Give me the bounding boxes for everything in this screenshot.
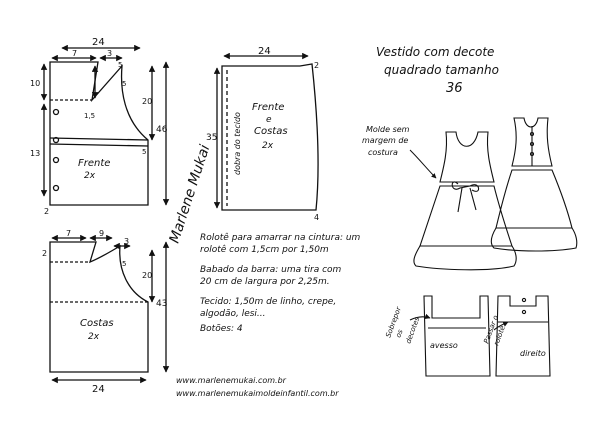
back-piece-count: 2x bbox=[88, 332, 100, 342]
detail-direito-label: direito bbox=[520, 349, 546, 358]
front-bodice-outline bbox=[49, 61, 149, 206]
note-line-7: Botões: 4 bbox=[200, 324, 243, 334]
dress-back-bodice bbox=[511, 117, 553, 167]
dress-front-ruffle bbox=[413, 245, 517, 271]
url-2: www.marlenemukaimoldeinfantil.com.br bbox=[176, 389, 339, 398]
front-button-mark bbox=[52, 136, 60, 144]
detail-left-note-2: os bbox=[394, 328, 404, 339]
front-top-left-label: 7 bbox=[72, 49, 77, 58]
front-width-label: 24 bbox=[92, 37, 105, 48]
skirt-piece-label-3: Costas bbox=[254, 126, 288, 137]
front-bodice-waist-line bbox=[49, 143, 149, 147]
note-line-4: 20 cm de largura por 2,25m. bbox=[200, 277, 330, 287]
back-width-top-left-label: 7 bbox=[66, 229, 71, 238]
skirt-outline bbox=[221, 63, 319, 211]
skirt-fold-text: dobra do tecido bbox=[233, 112, 242, 175]
detail-avesso-label: avesso bbox=[430, 341, 458, 350]
back-width-bottom-label: 24 bbox=[92, 384, 105, 395]
back-curve-mark-label: 5 bbox=[122, 260, 126, 268]
title-line-1: Vestido com decote bbox=[376, 45, 494, 59]
back-top-right-label: 3 bbox=[124, 237, 129, 246]
front-bodice-hem-line bbox=[49, 137, 149, 141]
detail-left-note-3: decotes bbox=[404, 316, 421, 345]
dress-back-illustration bbox=[490, 117, 578, 252]
back-bodice-labels: 7 9 3 2 20 43 5 Costas 2x 24 bbox=[42, 229, 167, 395]
skirt-piece-label-1: Frente bbox=[252, 102, 284, 113]
sewing-notes: Rolotê para amarrar na cintura: um rolot… bbox=[200, 232, 361, 334]
dress-back-ruffle bbox=[490, 227, 578, 252]
front-piece-count: 2x bbox=[84, 171, 96, 181]
front-bodice-labels: 24 7 3 20 46 10 13 2 1,5 5 5 5 Frente 2x bbox=[30, 37, 168, 216]
note-line-6: algodão, lesi... bbox=[200, 309, 266, 319]
url-1: www.marlenemukai.com.br bbox=[176, 376, 287, 385]
dress-back-button bbox=[529, 141, 535, 147]
back-bodice-outline bbox=[49, 241, 149, 373]
front-button-mark bbox=[52, 108, 60, 116]
front-left-upper-label: 10 bbox=[30, 79, 40, 88]
skirt-corner-top-label: 2 bbox=[314, 61, 319, 70]
detail-center-arrow bbox=[493, 321, 509, 331]
designer-signature: Marlene Mukai bbox=[167, 143, 214, 245]
dress-back-skirt bbox=[495, 169, 573, 229]
skirt-piece-label-2: e bbox=[266, 115, 272, 125]
dress-back-button bbox=[529, 151, 535, 157]
dress-front-bow bbox=[451, 181, 480, 213]
note-line-1: Rolotê para amarrar na cintura: um bbox=[200, 232, 361, 243]
front-bodice-pattern bbox=[40, 44, 170, 206]
front-button-mark bbox=[52, 184, 60, 192]
front-height-total-label: 46 bbox=[156, 125, 168, 135]
skirt-pattern bbox=[213, 52, 319, 211]
detail-left-arrow bbox=[409, 313, 431, 321]
front-height-right-label: 20 bbox=[142, 97, 152, 106]
dress-back-button bbox=[529, 131, 535, 137]
front-shoulder-drop-label: 5 bbox=[118, 61, 122, 69]
molde-note-arrow bbox=[409, 149, 437, 179]
note-line-5: Tecido: 1,50m de linho, crepe, bbox=[200, 297, 336, 307]
pattern-title: Vestido com decote quadrado tamanho 36 bbox=[376, 45, 499, 96]
back-bodice-pattern bbox=[49, 234, 170, 384]
molde-note-line-3: costura bbox=[368, 148, 398, 157]
website-urls: www.marlenemukai.com.br www.marlenemukai… bbox=[176, 376, 339, 398]
molde-note: Molde sem margem de costura bbox=[362, 125, 410, 157]
front-top-neck-label: 3 bbox=[107, 49, 112, 58]
title-line-2: quadrado tamanho bbox=[384, 63, 499, 77]
dress-front-bodice bbox=[439, 131, 495, 183]
dress-front-illustration bbox=[413, 131, 517, 271]
back-left-upper-label: 2 bbox=[42, 249, 47, 258]
front-neck-depth-label: 1,5 bbox=[84, 112, 95, 120]
front-left-bottom-label: 2 bbox=[44, 207, 49, 216]
front-armhole-label: 5 bbox=[122, 80, 126, 88]
skirt-width-label: 24 bbox=[258, 46, 271, 57]
front-button-mark bbox=[52, 156, 60, 164]
front-side-mark-label: 5 bbox=[142, 148, 146, 156]
detail-button bbox=[521, 297, 527, 303]
back-piece-label: Costas bbox=[80, 318, 114, 329]
back-top-neck-label: 9 bbox=[99, 229, 104, 238]
skirt-corner-bottom-label: 4 bbox=[314, 213, 319, 222]
molde-note-line-2: margem de bbox=[362, 136, 408, 145]
note-line-3: Babado da barra: uma tira com bbox=[200, 265, 342, 275]
title-size: 36 bbox=[446, 81, 463, 96]
front-piece-label: Frente bbox=[78, 158, 110, 169]
detail-inside-view bbox=[423, 295, 491, 377]
detail-outside-view bbox=[495, 295, 551, 377]
skirt-labels: 24 2 35 dobra do tecido Frente e Costas … bbox=[206, 46, 319, 222]
note-line-2: rolotê com 1,5cm por 1,50m bbox=[200, 244, 329, 255]
detail-button bbox=[521, 309, 527, 315]
back-height-total-label: 43 bbox=[156, 299, 167, 309]
construction-detail bbox=[409, 295, 551, 377]
construction-labels: Sobrepor os decotes Passar o rolotê aves… bbox=[384, 305, 546, 358]
skirt-length-label: 35 bbox=[206, 133, 217, 143]
dress-front-skirt bbox=[419, 185, 513, 247]
skirt-piece-count: 2x bbox=[262, 141, 274, 151]
molde-note-line-1: Molde sem bbox=[366, 125, 410, 134]
back-height-right-label: 20 bbox=[142, 271, 152, 280]
front-left-mid-label: 13 bbox=[30, 149, 40, 158]
